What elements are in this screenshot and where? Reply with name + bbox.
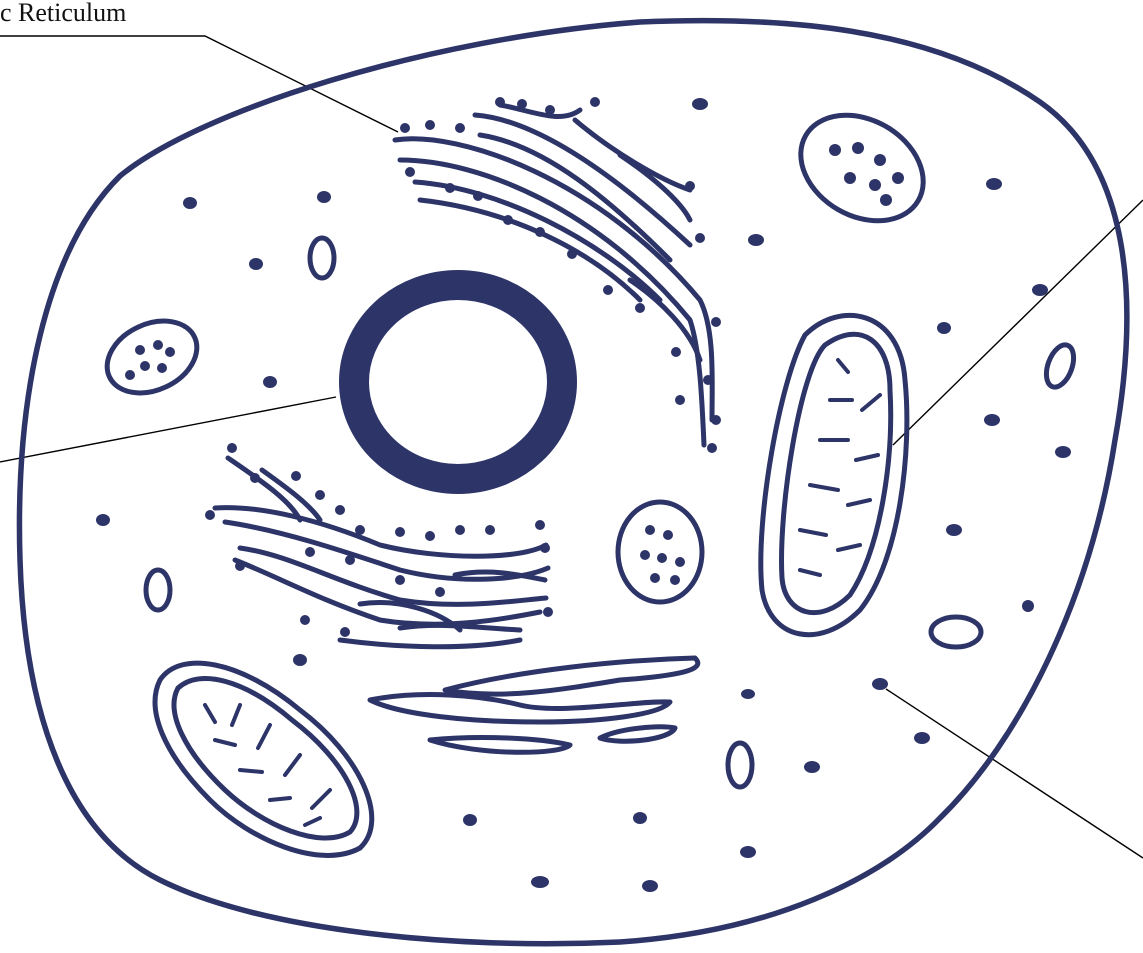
leader-line-er	[0, 36, 398, 132]
vesicle-center	[618, 502, 702, 602]
leader-lines	[0, 36, 1143, 858]
vesicle-left	[95, 307, 208, 407]
nucleus	[354, 285, 562, 479]
mitochondrion-right	[761, 315, 907, 634]
leader-line-mitochondrion	[893, 200, 1143, 445]
golgi-apparatus	[370, 658, 698, 752]
cell-membrane	[19, 21, 1126, 944]
leader-line-nucleus	[0, 397, 336, 462]
label-endoplasmic-reticulum: c Reticulum	[0, 0, 126, 26]
free-ribosomes	[96, 98, 1071, 892]
vesicle-upper-right	[782, 94, 943, 242]
mitochondrion-lower-left	[155, 663, 372, 855]
